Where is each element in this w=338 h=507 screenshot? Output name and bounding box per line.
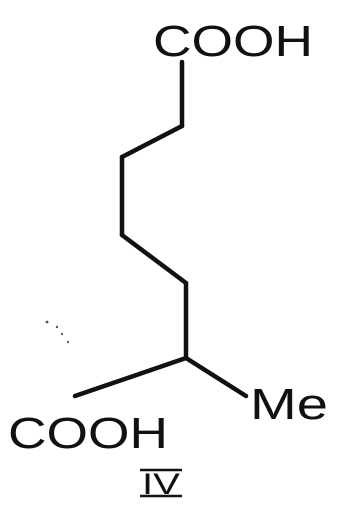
bond-c6-to-bottom-cooh <box>72 355 189 399</box>
bottom-carboxyl-label: COOH <box>8 409 168 458</box>
bond-c2-to-c3 <box>119 123 185 160</box>
carbon-chain <box>72 59 249 399</box>
scan-specks <box>45 320 70 344</box>
top-carboxyl-label: COOH <box>153 17 313 66</box>
bond-c6-to-methyl <box>183 355 249 399</box>
methyl-label: Me <box>250 380 328 429</box>
bond-c4-to-c5 <box>119 232 189 286</box>
